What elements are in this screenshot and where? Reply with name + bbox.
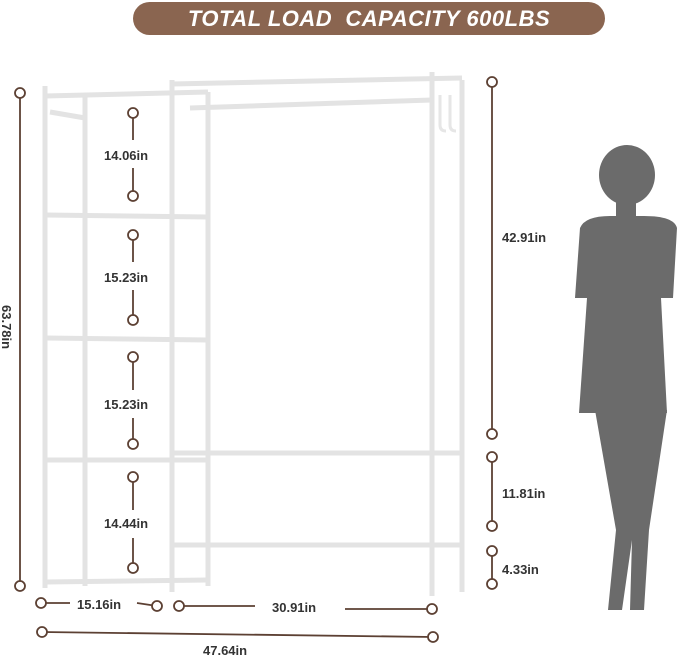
load-capacity-banner: TOTAL LOAD CAPACITY 600LBS (133, 2, 605, 35)
closet-frame (42, 72, 465, 596)
dim-shelf-gap-3: 15.23in (104, 397, 149, 412)
dim-total-height: 63.78in (0, 305, 14, 350)
dim-left-width: 15.16in (77, 597, 122, 612)
dim-hanging-height: 42.91in (502, 230, 547, 245)
hook-icon (438, 95, 457, 133)
dim-lower-gap: 11.81in (502, 486, 546, 501)
dim-shelf-gap-2: 15.23in (104, 270, 149, 285)
woman-silhouette (575, 145, 677, 610)
dim-bottom-clearance: 4.33in (502, 562, 539, 577)
dimension-lines (14, 76, 498, 643)
dim-shelf-gap-4: 14.44in (104, 516, 149, 531)
dim-right-width: 30.91in (272, 600, 317, 615)
load-capacity-text: TOTAL LOAD CAPACITY 600LBS (187, 5, 551, 31)
dim-shelf-gap-1: 14.06in (104, 148, 149, 163)
dim-total-width: 47.64in (203, 643, 248, 658)
